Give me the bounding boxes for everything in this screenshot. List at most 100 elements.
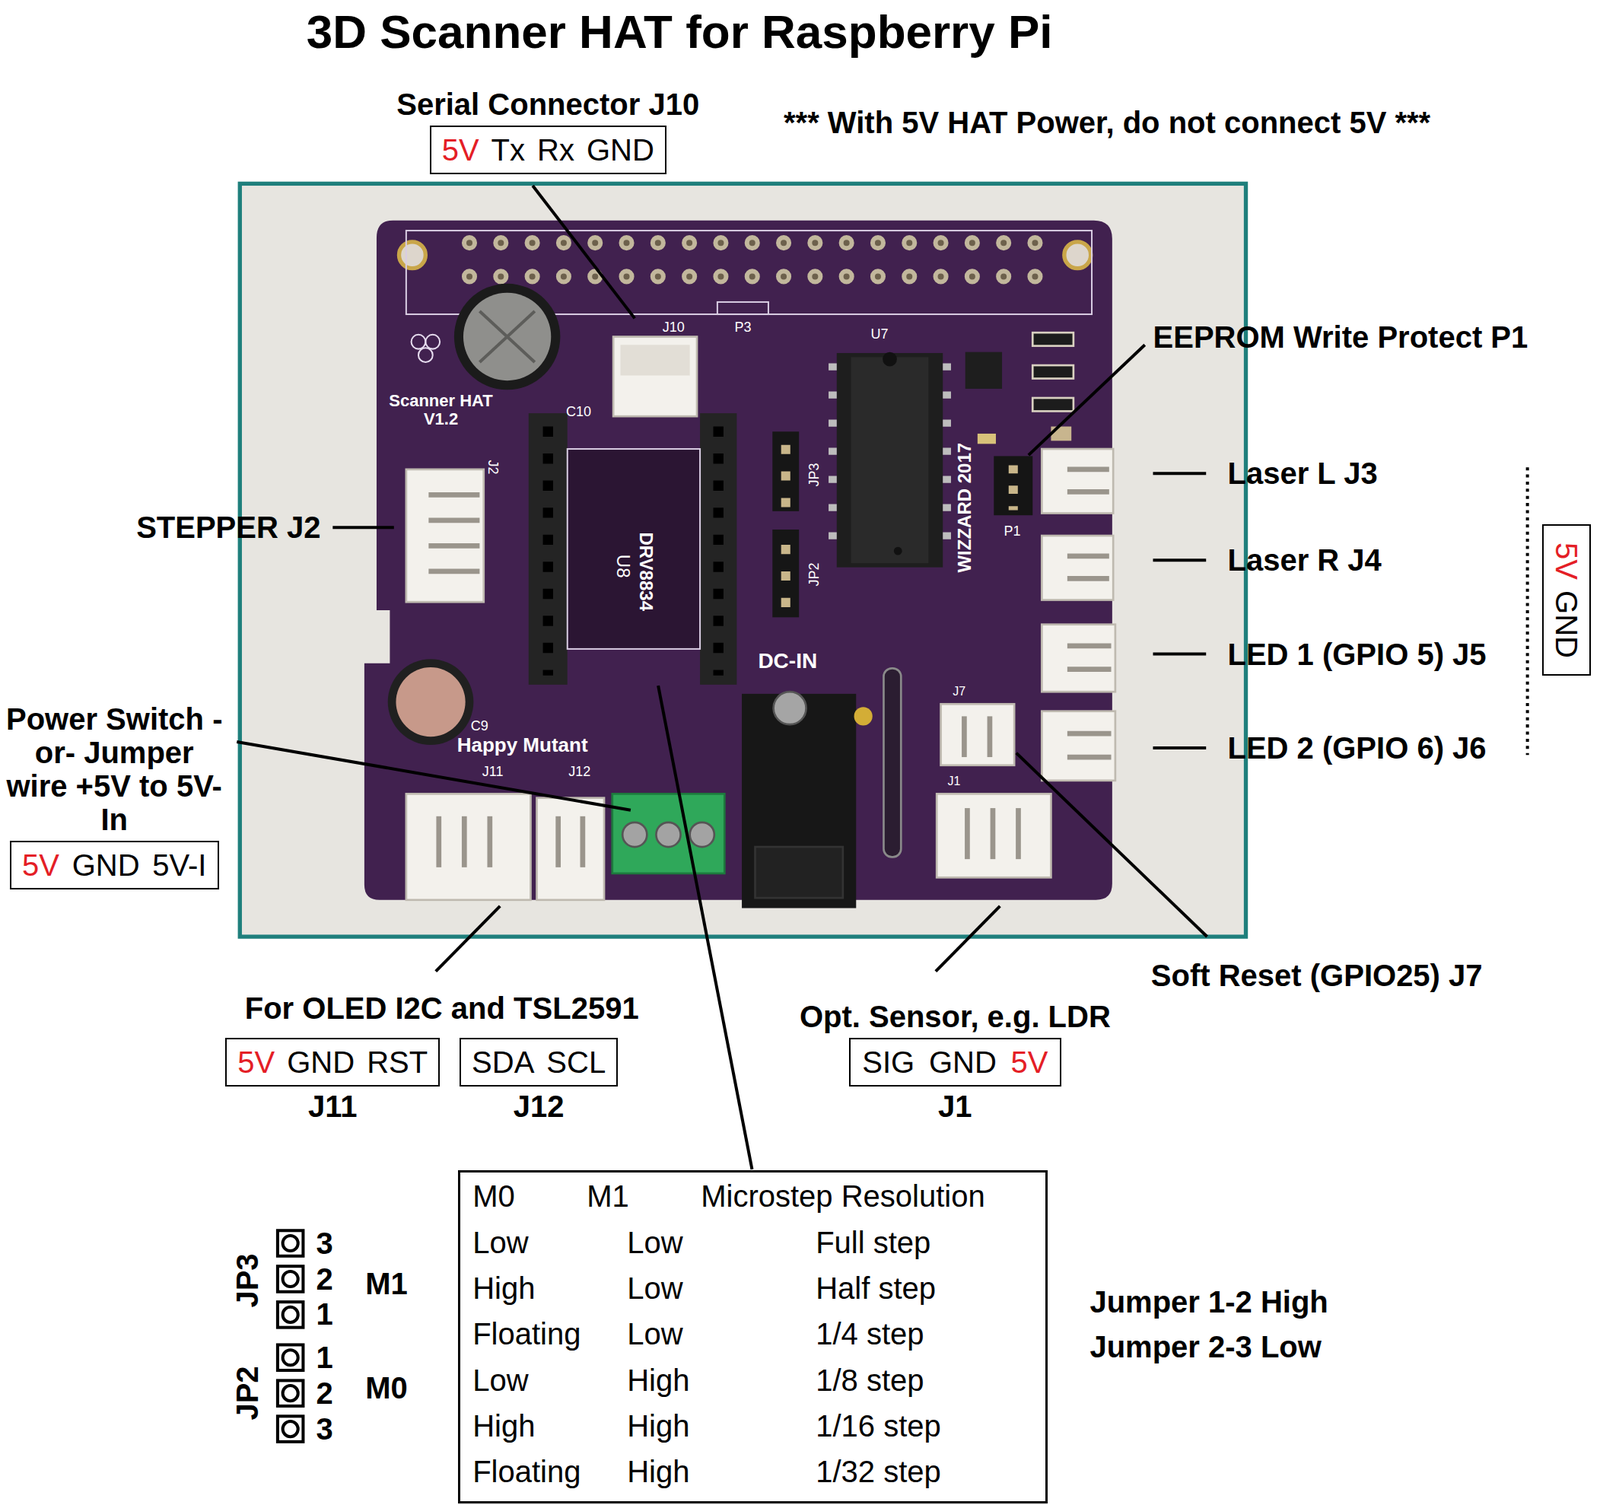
silkscreen-label: JP2 [806, 562, 822, 586]
solder-pad [977, 433, 996, 444]
pin-square [277, 1230, 304, 1257]
callout-label: Laser R J4 [1227, 543, 1381, 577]
jumper-pins [781, 445, 791, 508]
connector-pin [1067, 754, 1112, 761]
page-title: 3D Scanner HAT for Raspberry Pi [306, 4, 1053, 59]
callout-label: STEPPER J2 [136, 510, 321, 544]
jumper-header [993, 455, 1033, 516]
photo-frame [239, 183, 1246, 937]
silkscreen-label: DC-IN [757, 649, 818, 674]
pin-square [277, 1344, 304, 1371]
pin-square [277, 1266, 304, 1292]
pin-label: GND [1549, 590, 1584, 659]
pin-label: SDA [471, 1043, 535, 1081]
table-cell: 1/4 step [815, 1316, 924, 1351]
pin-box: Serial Connector J105VTxRxGND [429, 125, 667, 175]
silkscreen-label: P1 [1003, 524, 1021, 540]
pin-label: 5V [237, 1043, 275, 1081]
terminal-screw [690, 822, 715, 847]
socket-header [528, 413, 568, 685]
header-pins [469, 268, 1067, 284]
pin-hole [283, 1235, 299, 1251]
pin-label: 5V [22, 846, 60, 884]
pin-label: Tx [491, 131, 525, 169]
capacitor-smd [1050, 426, 1072, 442]
connector-housing [537, 798, 605, 901]
connector-pin [435, 816, 442, 868]
pin-hole [283, 1307, 299, 1323]
table-cell: High [626, 1454, 690, 1489]
connector-pin [461, 816, 468, 868]
jumper-pins [781, 544, 791, 608]
leader-line [435, 906, 500, 972]
jumper-note: Jumper 1-2 High [1089, 1285, 1328, 1319]
connector-pin [1067, 467, 1110, 473]
connector-pin [428, 543, 480, 549]
box-heading: Opt. Sensor, e.g. LDR [799, 999, 1111, 1034]
table-cell: Low [472, 1225, 529, 1260]
ic-pins [828, 362, 837, 559]
socket-header [699, 413, 737, 685]
table-cell: 1/16 step [815, 1409, 942, 1443]
pin-label: 5V [1549, 542, 1584, 580]
callout-label: Soft Reset (GPIO25) J7 [1151, 958, 1483, 993]
pin-hole [283, 1385, 299, 1401]
leader-line [332, 525, 394, 529]
photo-ground [241, 185, 1244, 935]
leader-line [935, 906, 1000, 972]
pin-number: 2 [316, 1376, 334, 1410]
capacitor-top [463, 292, 551, 381]
ic-pins [942, 362, 952, 559]
silkscreen-label: J2 [485, 460, 501, 475]
silkscreen-label: DRV8834 [636, 531, 656, 611]
capacitor-vent [479, 311, 535, 363]
pin-number: 1 [316, 1297, 334, 1331]
table-cell: Floating [472, 1316, 581, 1351]
table-cell: 1/32 step [815, 1454, 942, 1489]
group-bracket [1526, 467, 1530, 755]
silkscreen-outline [717, 302, 769, 315]
mounting-hole [1064, 241, 1092, 269]
table-cell: High [626, 1409, 690, 1443]
connector-housing [406, 469, 484, 602]
callout-label: LED 1 (GPIO 5) J5 [1227, 637, 1486, 672]
connector-pin [1015, 807, 1022, 859]
signal-name: M1 [365, 1266, 408, 1301]
callout-label: EEPROM Write Protect P1 [1153, 320, 1529, 354]
jumper-name: JP2 [230, 1365, 265, 1420]
table-cell: High [472, 1409, 535, 1443]
ic-notch [882, 352, 898, 367]
microstep-table: M0M1Microstep ResolutionLowLowFull stepH… [458, 1170, 1048, 1504]
connector-name: J1 [938, 1089, 973, 1123]
silkscreen-label: J7 [952, 684, 966, 699]
eeprom-chip [965, 352, 1002, 389]
table-header: M0 [472, 1179, 516, 1213]
leader-line [1016, 753, 1208, 937]
connector-housing [941, 703, 1015, 765]
jumper-pins [1008, 465, 1018, 511]
connector-housing [1041, 711, 1116, 781]
connector-pin [1067, 553, 1110, 560]
connector-pin [1067, 666, 1112, 672]
callout-label: Laser L J3 [1227, 456, 1378, 490]
table-header: M1 [586, 1179, 630, 1213]
connector-pin [990, 807, 996, 859]
connector-pin [428, 518, 480, 524]
silkscreen-label: J11 [482, 764, 504, 780]
logo-mark [418, 347, 433, 363]
pin-label: GND [286, 1043, 355, 1081]
silkscreen-label: C9 [470, 718, 489, 735]
pin-label: SCL [546, 1043, 606, 1081]
connector-pin [428, 569, 480, 575]
capacitor [388, 658, 474, 745]
silkscreen-label: U8 [612, 554, 633, 579]
dc-jack-mouth [754, 846, 843, 898]
connector-pin [1067, 643, 1112, 649]
resistor [1032, 365, 1074, 379]
connector-housing [613, 337, 697, 417]
pin-hole [283, 1271, 299, 1287]
pin-hole [283, 1349, 299, 1365]
silkscreen-label: J10 [662, 320, 685, 336]
header-pins [469, 273, 1067, 280]
